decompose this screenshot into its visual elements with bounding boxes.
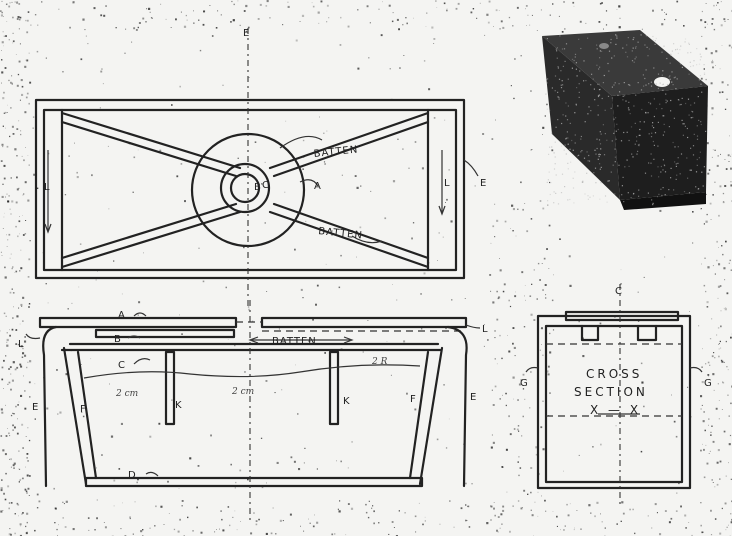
batten-bottom-left xyxy=(60,210,242,269)
cross-inner xyxy=(544,324,684,484)
batten-top-left xyxy=(60,111,242,170)
cross-batten-right xyxy=(636,324,658,342)
batten-top-leader xyxy=(279,135,323,149)
side-label-f-right: F xyxy=(410,394,417,405)
cross-outer xyxy=(536,314,692,490)
cross-label-top: C xyxy=(615,286,623,297)
side-label-k-left: K xyxy=(175,400,183,411)
side-label-c: C xyxy=(118,360,126,371)
side-label-l-right: L xyxy=(482,324,489,335)
photo-box-side xyxy=(542,36,620,200)
cross-section: C G G CROSS SECTION X — X xyxy=(520,284,713,504)
box-photo xyxy=(542,30,708,210)
batten-top-right xyxy=(268,111,430,170)
photo-box-base xyxy=(620,192,706,210)
plan-view: E BATTEN BATTEN B C A L L E xyxy=(34,28,487,310)
side-body-left-inner xyxy=(76,350,98,480)
side-rib-right xyxy=(328,350,340,426)
side-elevation: A B C L L E E F F K K D BATTEN 2 R 2 cm … xyxy=(18,300,489,522)
side-rib-left xyxy=(164,350,176,426)
plan-label-a: A xyxy=(314,181,322,192)
side-label-d: D xyxy=(128,470,137,481)
scribble-note-2: 2 cm xyxy=(115,389,138,399)
cross-title-line-2: SECTION xyxy=(574,385,648,399)
side-label-e-right: E xyxy=(470,392,477,403)
plan-label-e: E xyxy=(243,28,250,39)
side-bottom-board-d xyxy=(84,476,424,488)
photo-box-front xyxy=(612,86,708,200)
plan-label-batten-top: BATTEN xyxy=(313,144,359,160)
side-body-right-inner xyxy=(408,350,430,480)
batten-top-left-2 xyxy=(60,120,238,178)
cross-label-g-left: G xyxy=(520,378,529,389)
cross-title-mark: X — X xyxy=(590,403,641,417)
batten-bottom-left-2 xyxy=(60,202,238,260)
plan-label-batten-bottom: BATTEN xyxy=(318,226,364,242)
ring-a-leader xyxy=(299,179,319,187)
side-label-a: A xyxy=(118,310,126,321)
ring-c xyxy=(219,162,271,214)
scribble-note-1: 2 R xyxy=(371,357,388,367)
ring-b xyxy=(229,172,261,204)
side-board-b xyxy=(94,328,236,339)
cross-title-line-1: CROSS xyxy=(586,367,642,381)
side-label-e-left: E xyxy=(32,402,39,413)
cross-label-g-right: G xyxy=(704,378,713,389)
plan-label-l-right: L xyxy=(444,178,451,189)
side-body-right xyxy=(418,346,444,486)
side-leg-right xyxy=(446,325,468,488)
plan-label-b: B xyxy=(254,182,262,193)
side-body-left xyxy=(62,346,88,486)
plan-label-l-left: L xyxy=(44,182,51,193)
cross-batten-left xyxy=(580,324,600,342)
cross-top-board xyxy=(564,310,680,322)
photo-box-hole xyxy=(654,77,670,87)
side-top-board-left xyxy=(38,316,238,329)
side-leg-left xyxy=(42,325,58,488)
side-label-f-left: F xyxy=(80,404,87,415)
plan-inner-frame xyxy=(42,108,458,272)
plan-outer-frame xyxy=(34,98,466,280)
side-label-batten: BATTEN xyxy=(272,336,317,347)
right-e-leader xyxy=(463,159,479,177)
plan-label-c: C xyxy=(262,180,270,191)
scribble-note-3: 2 cm xyxy=(231,387,254,397)
side-label-k-right: K xyxy=(343,396,351,407)
side-scribble xyxy=(83,364,421,379)
batten-bottom-right xyxy=(268,210,430,269)
side-label-l-left: L xyxy=(18,339,25,350)
plan-label-e-right: E xyxy=(480,178,487,189)
photo-box-knob xyxy=(599,43,609,49)
batten-bottom-leader xyxy=(351,235,383,244)
side-label-b: B xyxy=(114,334,122,345)
side-top-board-right xyxy=(260,316,468,329)
